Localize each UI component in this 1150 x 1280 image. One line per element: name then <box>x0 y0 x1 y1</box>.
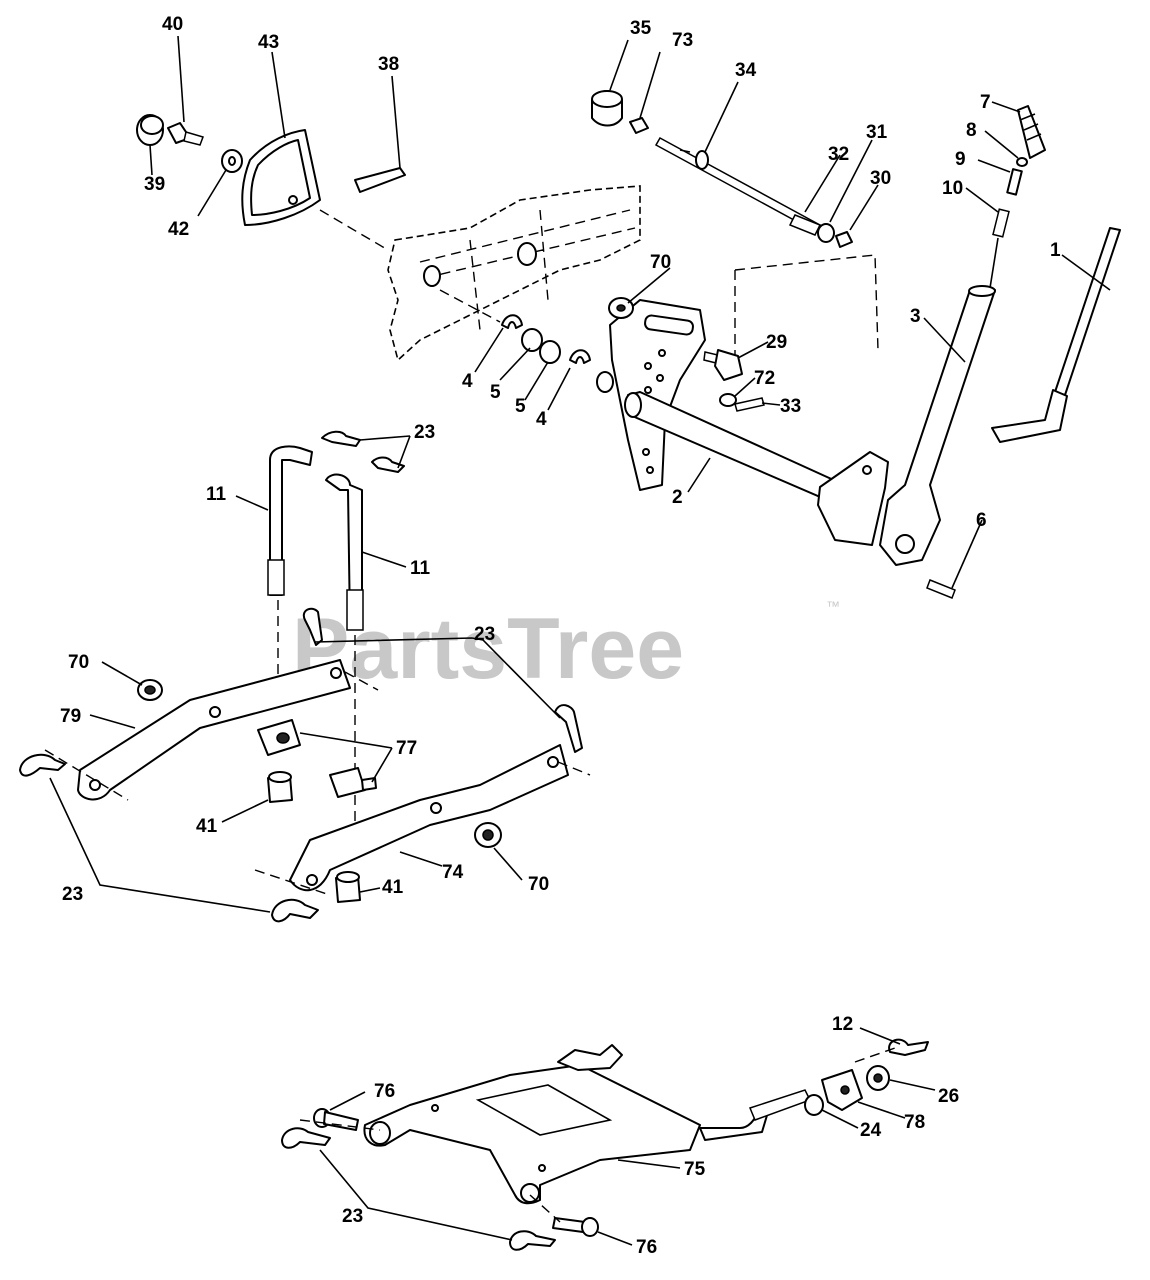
callout-41-left: 41 <box>196 816 218 837</box>
callout-1: 1 <box>1050 240 1061 261</box>
part-4-5-washers <box>501 314 614 393</box>
callout-43: 43 <box>258 32 279 53</box>
part-43-shield <box>241 129 321 226</box>
part-11-hanger-right <box>325 473 364 631</box>
part-3-lever <box>879 285 996 566</box>
part-38-clip <box>354 167 406 193</box>
callout-73: 73 <box>672 30 693 51</box>
callout-numbers: 40 43 38 39 42 35 73 34 7 8 31 32 9 30 1… <box>60 14 1061 1258</box>
callout-23-top: 23 <box>414 422 435 443</box>
part-9-pin <box>1006 168 1023 196</box>
part-33-screw <box>734 397 765 412</box>
part-23-pin-b <box>371 456 405 473</box>
callout-34: 34 <box>735 60 757 81</box>
part-77-trunnion-b <box>329 767 366 798</box>
callout-24: 24 <box>860 1120 882 1141</box>
callout-70-top: 70 <box>650 252 671 273</box>
part-23-pin-d <box>554 704 583 753</box>
callout-79: 79 <box>60 706 81 727</box>
part-76-pin-bottom <box>552 1217 599 1237</box>
watermark-trademark: ™ <box>826 598 840 614</box>
callout-39: 39 <box>144 174 165 195</box>
callout-10: 10 <box>942 178 963 199</box>
part-23-pin-f <box>271 898 319 923</box>
part-29-swivel <box>703 349 743 381</box>
leader-lines <box>49 35 1111 1246</box>
part-7-grip <box>1017 105 1046 159</box>
callout-72: 72 <box>754 368 775 389</box>
part-23-pin-h <box>509 1230 556 1251</box>
callout-23-bottom: 23 <box>342 1206 363 1227</box>
callout-38: 38 <box>378 54 399 75</box>
callout-75: 75 <box>684 1159 706 1180</box>
callout-30: 30 <box>870 168 891 189</box>
part-23-pin-a <box>321 430 361 447</box>
callout-26: 26 <box>938 1086 959 1107</box>
callout-76-bottom: 76 <box>636 1237 657 1258</box>
part-24-washer <box>804 1094 824 1116</box>
callout-6: 6 <box>976 510 987 531</box>
callout-70-bottom: 70 <box>528 874 549 895</box>
callout-23-mid: 23 <box>474 624 495 645</box>
callout-7: 7 <box>980 92 991 113</box>
callout-4-right: 4 <box>536 409 547 430</box>
callout-9: 9 <box>955 149 966 170</box>
part-23-pin-e <box>19 753 66 777</box>
part-8-ferrule <box>1016 157 1028 167</box>
callout-4-left: 4 <box>462 371 473 392</box>
part-1-rod <box>991 227 1121 443</box>
callout-31: 31 <box>866 122 888 143</box>
callout-78: 78 <box>904 1112 925 1133</box>
callout-29: 29 <box>766 332 787 353</box>
callout-76-top: 76 <box>374 1081 395 1102</box>
part-6-screw <box>926 579 956 599</box>
callout-3: 3 <box>910 306 921 327</box>
callout-5-right: 5 <box>515 396 526 417</box>
callout-42: 42 <box>168 219 189 240</box>
part-32-spring <box>788 214 822 236</box>
part-35-knob <box>591 90 623 127</box>
part-34-rod <box>654 136 822 234</box>
part-11-hanger-left <box>267 445 313 596</box>
callout-11-right: 11 <box>410 558 431 579</box>
callout-11-left: 11 <box>206 484 227 505</box>
part-39-knob <box>136 114 204 146</box>
part-2-lift-shaft <box>609 299 889 546</box>
part-30-nut <box>835 231 853 248</box>
callout-33: 33 <box>780 396 801 417</box>
part-31-washer <box>817 223 835 243</box>
part-23-pin-g <box>281 1127 331 1149</box>
part-79-lift-link <box>77 659 351 801</box>
callout-77: 77 <box>396 738 417 759</box>
callout-32: 32 <box>828 144 849 165</box>
part-10-spring <box>992 208 1010 238</box>
part-74-lift-link <box>289 744 569 892</box>
callout-40: 40 <box>162 14 183 35</box>
callout-12: 12 <box>832 1014 853 1035</box>
callout-35: 35 <box>630 18 652 39</box>
callout-2: 2 <box>672 487 683 508</box>
frame-plate <box>387 185 641 362</box>
callout-74: 74 <box>442 862 464 883</box>
callout-41-right: 41 <box>382 877 404 898</box>
part-73-nut <box>629 117 649 134</box>
callout-5-left: 5 <box>490 382 501 403</box>
callout-70-left: 70 <box>68 652 89 673</box>
callout-23-left: 23 <box>62 884 83 905</box>
part-72-washer <box>719 393 737 407</box>
callout-8: 8 <box>966 120 977 141</box>
part-75-deck-bracket <box>363 1044 812 1205</box>
part-23-pin-c <box>302 607 323 646</box>
